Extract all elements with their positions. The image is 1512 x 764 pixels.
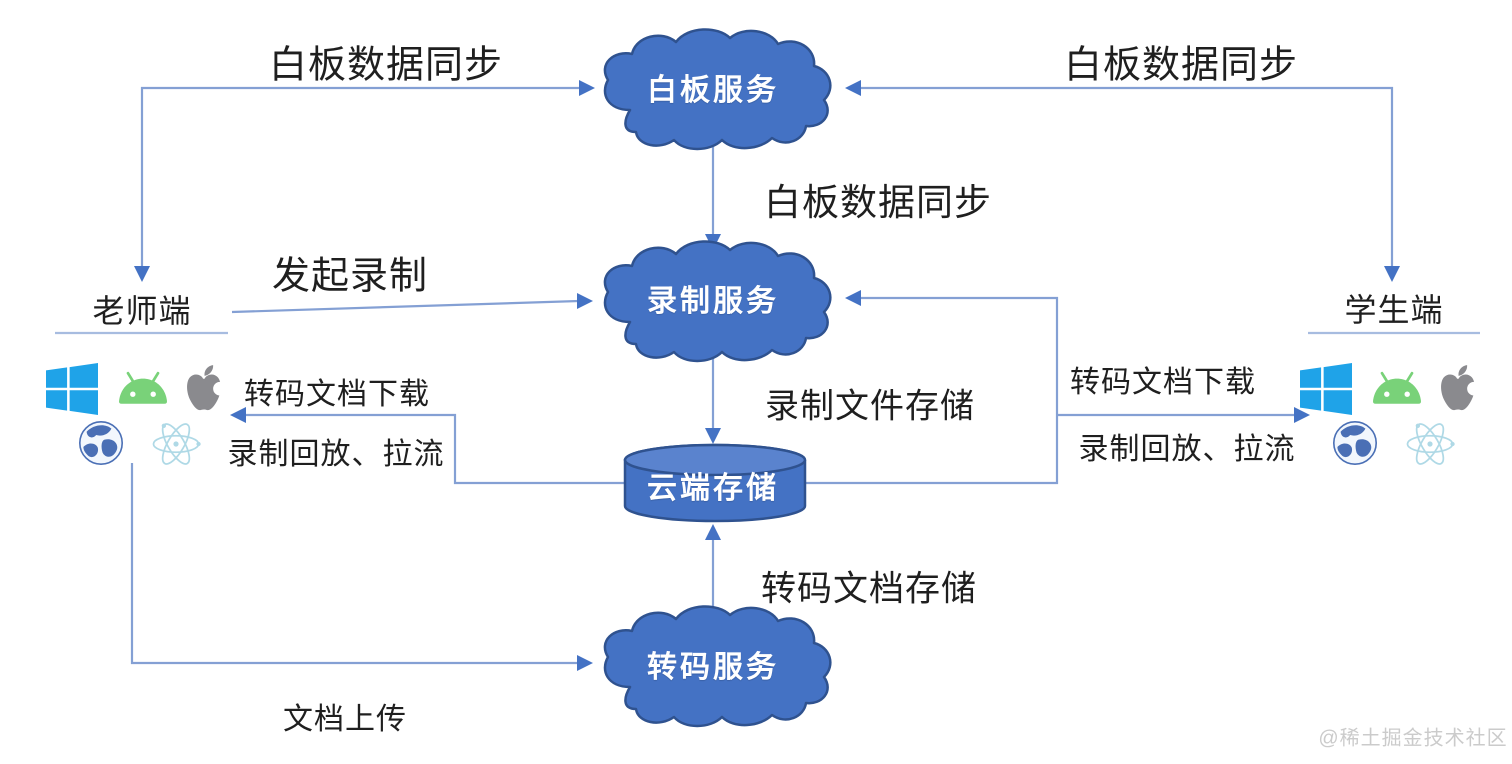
edge-storage-teacher [244,413,625,485]
edge-label-doc-download-right: 转码文档下载 [1070,366,1256,399]
arrow-into-student [1384,266,1400,282]
cloud-storage-cylinder [623,443,807,523]
edge-teacher-recording [231,299,580,314]
edge-label-doc-storage: 转码文档存储 [760,569,978,609]
web-globe-icon [79,420,123,466]
arrowheads [134,80,1400,671]
watermark: @稀土掘金技术社区 [1318,727,1508,750]
edge-label-doc-upload: 文档上传 [283,703,407,736]
arrow-into-teacher [134,266,150,282]
arrow-into-whiteboard-right [845,80,861,96]
arrow-into-recording-left [577,293,593,309]
web-globe-icon [1333,420,1377,466]
arrow-into-whiteboard-left [579,80,595,96]
connector-lines [55,86,1480,665]
windows-icon [1300,363,1352,415]
arrow-into-storage-bottom [705,524,721,540]
electron-icon [152,419,202,469]
apple-icon [187,365,225,411]
teacher-endpoint-label: 老师端 [92,293,192,329]
edge-storage-recording [805,296,1059,485]
recording-service-label: 录制服务 [647,285,779,318]
arrow-into-recording-right [845,290,861,306]
transcoding-service-label: 转码服务 [647,651,779,684]
teacher-platform-icons [46,363,225,469]
arrow-to-teacher-clients [230,407,246,423]
edge-label-wb-sync-mid: 白板数据同步 [764,182,992,223]
edge-label-wb-sync-right: 白板数据同步 [1063,44,1299,87]
arrow-into-transcoding-left [577,655,593,671]
student-endpoint-label: 学生端 [1344,292,1444,328]
edge-label-doc-download-left: 转码文档下载 [244,378,430,411]
electron-icon [1406,419,1456,469]
edge-label-playback-left: 录制回放、拉流 [227,438,445,471]
edge-student-whiteboard [861,86,1394,270]
edge-teacher-whiteboard [140,86,579,270]
edge-label-wb-sync-left: 白板数据同步 [268,44,504,87]
cloud-storage-label: 云端存储 [647,472,779,505]
android-icon [117,371,169,406]
cylinder-top [623,443,807,477]
arrow-to-student-clients [1294,407,1310,423]
apple-icon [1441,365,1479,411]
arrow-into-storage-top [705,428,721,444]
edge-teacher-transcoding [130,463,579,665]
edge-label-start-recording: 发起录制 [271,255,429,298]
android-icon [1371,371,1423,406]
student-platform-icons [1300,363,1479,469]
windows-icon [46,363,98,415]
edge-label-recording-storage: 录制文件存储 [765,387,975,426]
whiteboard-service-label: 白板服务 [647,74,779,107]
edge-label-playback-right: 录制回放、拉流 [1078,433,1296,466]
